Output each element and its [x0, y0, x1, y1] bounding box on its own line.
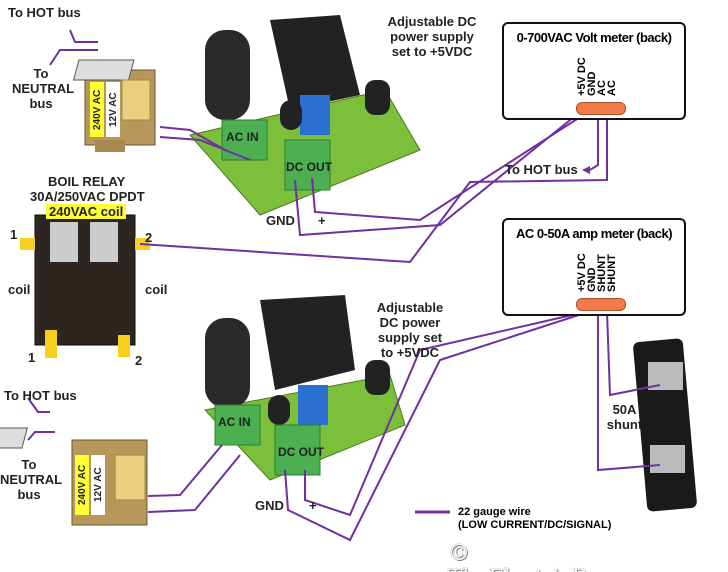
top-secondary-label: 12V AC	[108, 92, 119, 127]
bottom-hot-label: To HOT bus	[4, 388, 77, 403]
relay-terminal-1-bottom: 1	[28, 350, 36, 365]
bottom-plus-label: +	[309, 498, 317, 513]
arrow-icon	[582, 166, 590, 174]
volt-hot-label: To HOT bus	[505, 162, 578, 177]
relay-coil-label: 240VAC coil	[46, 204, 127, 219]
amp-meter: AC 0-50A amp meter (back) +5V DC GND SHU…	[502, 218, 686, 316]
bottom-gnd-label: GND	[255, 498, 284, 513]
bottom-ac-in-label: AC IN	[218, 415, 251, 429]
volt-meter-title: 0-700VAC Volt meter (back)	[516, 30, 672, 45]
legend-line2: (LOW CURRENT/DC/SIGNAL)	[458, 519, 612, 531]
watermark: © TheElectricBrewery.com	[448, 541, 712, 572]
relay-terminal-2-top: 2	[145, 230, 153, 245]
relay-title: BOIL RELAY	[48, 174, 126, 189]
relay-terminal-1-top: 1	[10, 227, 18, 242]
volt-meter: 0-700VAC Volt meter (back) +5V DC GND AC…	[502, 22, 686, 120]
bottom-dc-out-label: DC OUT	[278, 445, 324, 459]
legend: 22 gauge wire (LOW CURRENT/DC/SIGNAL)	[458, 506, 611, 532]
relay-coil-right: coil	[145, 282, 168, 297]
top-plus-label: +	[318, 213, 326, 228]
top-supply-label: Adjustable DC power supply set to +5VDC	[387, 14, 477, 59]
amp-pin-shunt2: SHUNT	[606, 254, 618, 292]
bottom-secondary-label: 12V AC	[93, 467, 104, 503]
relay-rating: 30A/250VAC DPDT	[30, 189, 145, 204]
shunt-label: 50A shunt	[606, 402, 643, 432]
amp-meter-connector	[576, 298, 626, 311]
power-supply-board-top	[189, 15, 421, 216]
bottom-neutral-label: To NEUTRAL bus	[0, 457, 63, 502]
relay-terminal-2-bottom: 2	[135, 353, 143, 368]
volt-meter-connector	[576, 102, 626, 115]
bottom-primary-label: 240V AC	[77, 464, 88, 506]
signal-wires	[27, 29, 661, 542]
amp-meter-title: AC 0-50A amp meter (back)	[515, 226, 673, 241]
top-hot-label: To HOT bus	[8, 5, 81, 20]
top-dc-out-label: DC OUT	[286, 160, 332, 174]
shunt	[633, 338, 697, 512]
transformer-bottom	[0, 427, 148, 526]
relay-coil-left: coil	[8, 282, 31, 297]
top-neutral-label: To NEUTRAL bus	[12, 66, 75, 111]
bottom-supply-label: Adjustable DC power supply set to +5VDC	[376, 300, 444, 360]
top-primary-label: 240V AC	[92, 89, 103, 130]
transformer-top	[72, 59, 156, 152]
power-supply-board-bottom	[204, 295, 406, 481]
top-gnd-label: GND	[266, 213, 295, 228]
top-ac-in-label: AC IN	[226, 130, 259, 144]
boil-relay	[20, 214, 150, 358]
volt-pin-ac2: AC	[606, 80, 618, 96]
legend-line1: 22 gauge wire	[458, 506, 531, 518]
